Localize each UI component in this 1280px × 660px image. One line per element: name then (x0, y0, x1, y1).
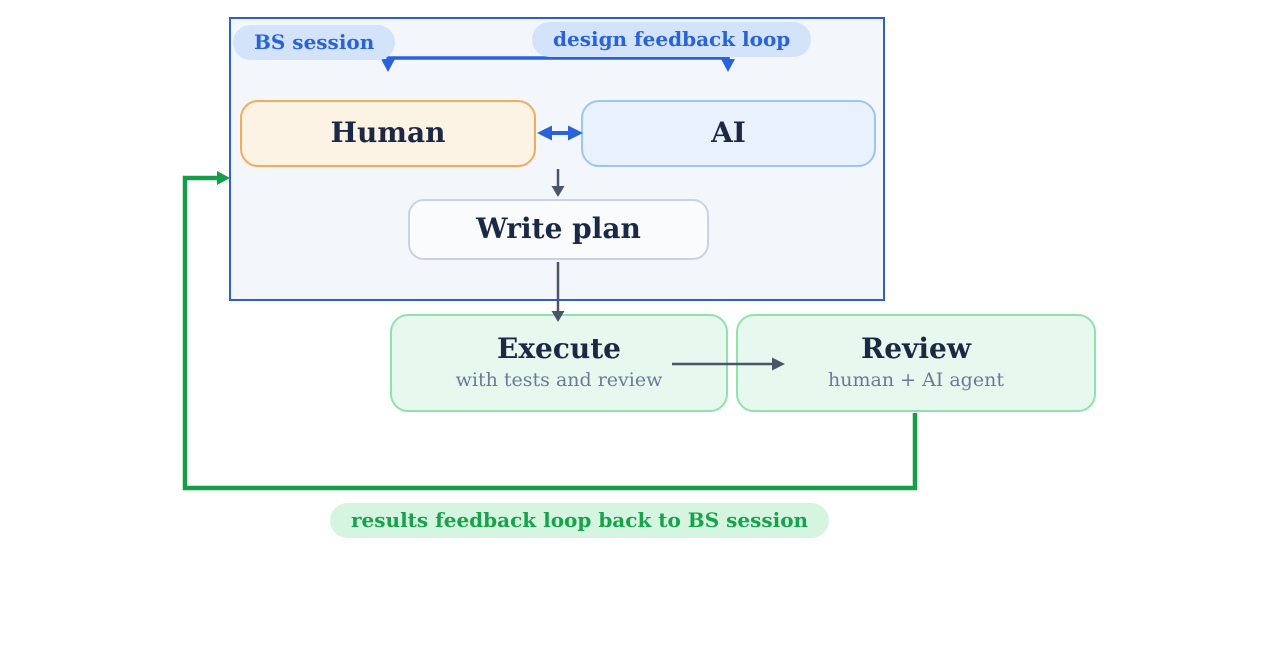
bs-session-badge: BS session (233, 25, 396, 60)
node-ai-label: AI (711, 116, 746, 150)
node-execute-sublabel: with tests and review (455, 369, 663, 391)
node-human: Human (240, 100, 536, 167)
node-write-plan-label: Write plan (476, 212, 641, 246)
node-review: Review human + AI agent (736, 314, 1096, 412)
results-feedback-loop-badge: results feedback loop back to BS session (330, 503, 830, 538)
node-execute: Execute with tests and review (390, 314, 728, 412)
node-execute-label: Execute (496, 332, 621, 366)
node-review-label: Review (861, 332, 971, 366)
node-write-plan: Write plan (408, 199, 709, 260)
node-review-sublabel: human + AI agent (828, 369, 1004, 391)
design-feedback-loop-badge: design feedback loop (532, 22, 812, 57)
node-human-label: Human (330, 116, 446, 150)
node-ai: AI (581, 100, 876, 167)
